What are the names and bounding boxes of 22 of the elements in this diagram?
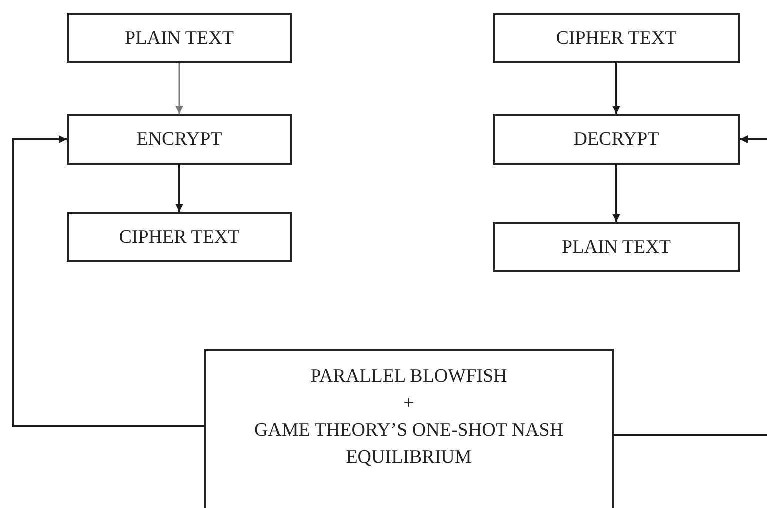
- process-box: [493, 222, 740, 272]
- box-label: +: [404, 392, 414, 416]
- arrow: [176, 165, 184, 212]
- box-label: PLAIN TEXT: [562, 236, 671, 260]
- process-box: [493, 13, 740, 63]
- process-box: [67, 13, 292, 63]
- box-label: DECRYPT: [574, 128, 660, 152]
- arrow: [612, 165, 620, 222]
- arrow: [612, 63, 620, 114]
- box-label: CIPHER TEXT: [119, 226, 240, 250]
- arrow: [176, 63, 184, 114]
- box-label: CIPHER TEXT: [556, 26, 677, 50]
- box-label: ENCRYPT: [136, 128, 222, 152]
- arrow: [614, 136, 767, 436]
- box-label: PLAIN TEXT: [125, 26, 234, 50]
- process-box: [67, 114, 292, 165]
- box-label: PARALLEL BLOWFISH: [310, 365, 508, 389]
- process-box: [493, 114, 740, 165]
- box-label: GAME THEORY’S ONE-SHOT NASH EQUILIBRIUM: [253, 419, 565, 470]
- process-box: [204, 349, 614, 508]
- arrow: [12, 136, 204, 427]
- process-box: [67, 212, 292, 262]
